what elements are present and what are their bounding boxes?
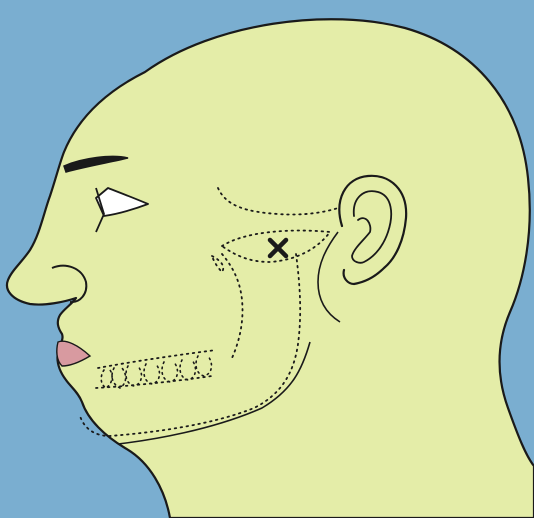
illustration-frame <box>0 0 534 518</box>
head-illustration <box>0 0 534 518</box>
